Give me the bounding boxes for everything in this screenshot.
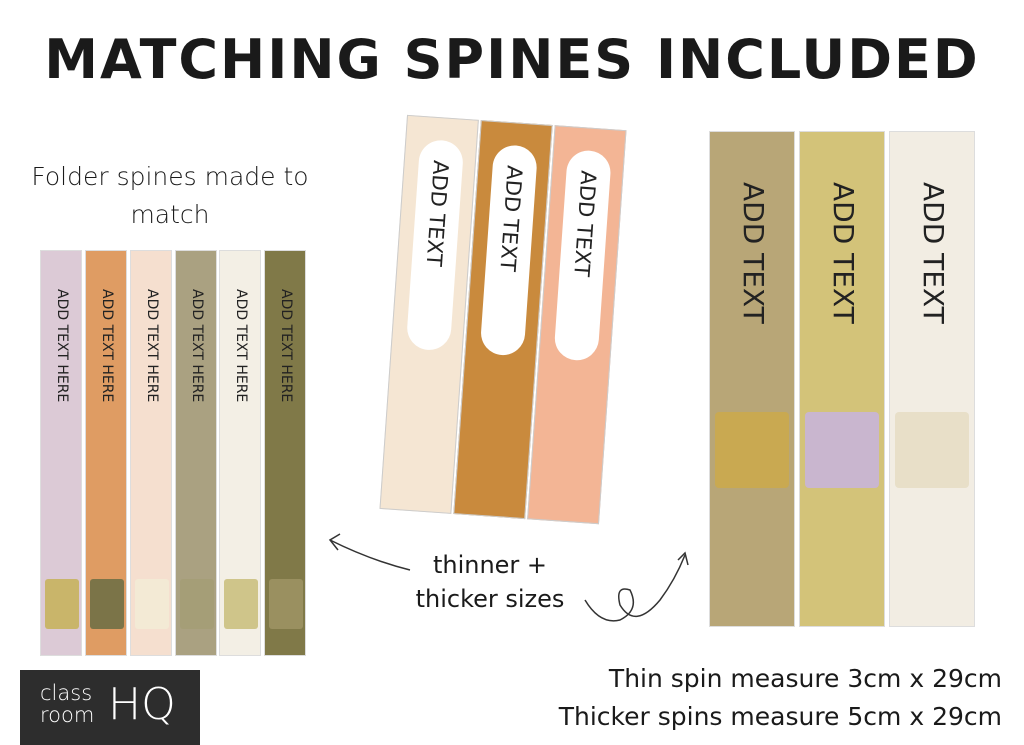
measurements: Thin spin measure 3cm x 29cm Thicker spi… — [559, 660, 1002, 736]
spine: ADD TEXT HERE — [219, 250, 261, 656]
flower-art — [224, 579, 258, 629]
spine-label: ADD TEXT HERE — [189, 289, 205, 403]
spine: ADD TEXT HERE — [130, 250, 172, 656]
spine: ADD TEXT HERE — [264, 250, 306, 656]
spine-label: ADD TEXT — [917, 182, 950, 324]
logo-line2: room — [40, 703, 95, 727]
arrow-swirl-icon — [584, 554, 686, 622]
spine-label: ADD TEXT — [737, 182, 770, 324]
flower-art — [269, 579, 303, 629]
spine: ADD TEXT — [709, 131, 795, 627]
spine: ADD TEXT HERE — [85, 250, 127, 656]
spine-label: ADD TEXT HERE — [233, 289, 249, 403]
caption: Folder spines made to match — [31, 162, 309, 229]
spine-label: ADD TEXT HERE — [144, 289, 160, 403]
flower-art — [45, 579, 79, 629]
flower-art — [135, 579, 169, 629]
flower-art — [895, 412, 969, 488]
arrow-left-icon — [329, 539, 411, 571]
spine: ADD TEXT HERE — [175, 250, 217, 656]
flower-art — [805, 412, 879, 488]
spine-label: ADD TEXT HERE — [99, 289, 115, 403]
thick-measure: Thicker spins measure 5cm x 29cm — [558, 702, 1002, 731]
logo-mark: HQ — [108, 679, 176, 730]
flower-art — [180, 579, 214, 629]
arrowhead-icon — [677, 551, 689, 566]
flower-art — [90, 579, 124, 629]
spine: ADD TEXT — [799, 131, 885, 627]
thin-measure: Thin spin measure 3cm x 29cm — [608, 664, 1002, 693]
spine-label: ADD TEXT HERE — [54, 289, 70, 403]
spine-label: ADD TEXT — [827, 182, 860, 324]
size-note: thinner +thicker sizes — [415, 551, 565, 613]
spine-label: ADD TEXT HERE — [278, 289, 294, 403]
spine: ADD TEXT HERE — [40, 250, 82, 656]
page-title: MATCHING SPINES INCLUDED — [44, 28, 980, 91]
flower-art — [715, 412, 789, 488]
logo-line1: class — [40, 681, 93, 705]
spine: ADD TEXT — [889, 131, 975, 627]
arrowhead-icon — [328, 533, 341, 551]
